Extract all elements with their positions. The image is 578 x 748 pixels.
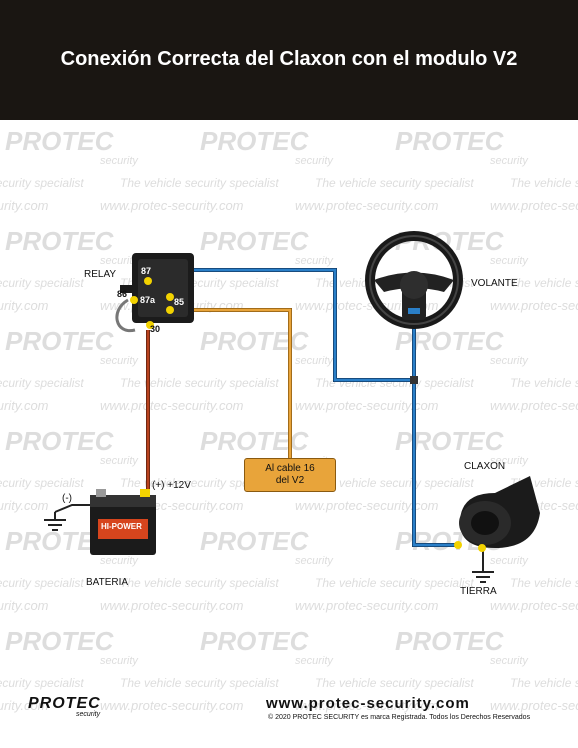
watermark-text: The vehicle security specialist <box>510 276 578 290</box>
v2-cable-box: Al cable 16 del V2 <box>244 458 336 492</box>
watermark-text: The vehicle security specialist <box>510 376 578 390</box>
watermark-text: security <box>100 555 139 567</box>
relay-label: RELAY <box>84 269 117 280</box>
claxon-label: CLAXON <box>464 461 506 472</box>
watermark-text: security <box>295 155 334 167</box>
steering-wheel-icon <box>365 231 463 329</box>
watermark-text: www.protec-security.com <box>100 698 244 713</box>
pin-87a-label: 87a <box>140 295 156 305</box>
footer-url: www.protec-security.com <box>266 695 470 712</box>
watermark-text: The vehicle security specialist <box>0 576 84 590</box>
watermark-text: www.protec-security.com <box>490 598 578 613</box>
watermark-text: The vehicle security specialist <box>510 676 578 690</box>
watermark-text: www.protec-security.com <box>295 698 439 713</box>
watermark-text: The vehicle security specialist <box>510 576 578 590</box>
watermark-text: The vehicle security specialist <box>120 476 279 490</box>
watermark-text: www.protec-security.com <box>490 198 578 213</box>
v2-cable-line2: del V2 <box>275 475 305 486</box>
watermark-text: www.protec-security.com <box>490 298 578 313</box>
watermark-text: www.protec-security.com <box>295 198 439 213</box>
watermark-text: PROTEC <box>5 326 115 356</box>
logo-sub-text: security <box>76 711 101 718</box>
bateria-label: BATERIA <box>86 577 129 588</box>
pin-87-label: 87 <box>141 266 152 276</box>
watermark-text: PROTEC <box>5 126 115 156</box>
watermark-text: security <box>295 655 334 667</box>
watermark-text: The vehicle security specialist <box>315 676 474 690</box>
pin-86-label: 86 <box>117 289 128 299</box>
watermark-text: security <box>295 255 334 267</box>
watermark-text: security <box>490 655 529 667</box>
watermark-text: security <box>100 355 139 367</box>
watermark-text: The vehicle security specialist <box>0 276 84 290</box>
pin-85-label: 85 <box>174 297 185 307</box>
page-title: Conexión Correcta del Claxon con el modu… <box>60 48 518 70</box>
protec-logo: PROTEC security <box>28 695 101 718</box>
logo-text: PROTEC <box>28 695 101 712</box>
watermark-text: The vehicle security specialist <box>120 176 279 190</box>
watermark-text: The vehicle security specialist <box>120 576 279 590</box>
volante-label: VOLANTE <box>471 278 518 289</box>
pin-30-label: 30 <box>150 324 161 334</box>
watermark-text: www.protec-security.com <box>0 198 49 213</box>
positive-terminal-label: (+) +12V <box>152 480 191 491</box>
watermark-text: www.protec-security.com <box>100 398 244 413</box>
watermark-text: PROTEC <box>5 226 115 256</box>
watermark-text: www.protec-security.com <box>100 598 244 613</box>
watermark-text: www.protec-security.com <box>100 198 244 213</box>
watermark-text: The vehicle security specialist <box>120 376 279 390</box>
watermark-text: www.protec-security.com <box>295 598 439 613</box>
watermark-text: security <box>490 355 529 367</box>
watermark-text: PROTEC <box>395 626 505 656</box>
battery-brand-text: HI-POWER <box>101 522 142 531</box>
v2-cable-line1: Al cable 16 <box>265 463 315 474</box>
watermark-text: PROTEC <box>200 226 310 256</box>
watermark-text: www.protec-security.com <box>0 598 49 613</box>
watermark-text: PROTEC <box>200 126 310 156</box>
watermark-text: The vehicle security specialist <box>315 476 474 490</box>
watermark-text: www.protec-security.com <box>0 498 49 513</box>
watermark-text: www.protec-security.com <box>490 398 578 413</box>
watermark-text: security <box>100 655 139 667</box>
watermark-text: PROTEC <box>395 126 505 156</box>
watermark-text: www.protec-security.com <box>0 398 49 413</box>
watermark-text: security <box>490 255 529 267</box>
watermark-text: The vehicle security specialist <box>510 176 578 190</box>
watermark-text: www.protec-security.com <box>0 698 49 713</box>
watermark-text: security <box>100 255 139 267</box>
watermark-text: The vehicle security specialist <box>315 176 474 190</box>
watermark-text: www.protec-security.com <box>295 398 439 413</box>
watermark-text: PROTEC <box>5 426 115 456</box>
watermark-text: PROTEC <box>200 626 310 656</box>
watermark-text: security <box>295 555 334 567</box>
watermark-text: security <box>490 455 529 467</box>
negative-terminal-label: (-) <box>62 493 72 504</box>
watermark-text: PROTEC <box>5 626 115 656</box>
watermark-text: The vehicle security specialist <box>0 376 84 390</box>
watermark-text: security <box>490 555 529 567</box>
relay-icon <box>120 253 194 329</box>
battery-icon <box>90 489 156 555</box>
watermark-text: security <box>100 155 139 167</box>
watermark-text: The vehicle security specialist <box>120 676 279 690</box>
footer-copyright: © 2020 PROTEC SECURITY es marca Registra… <box>268 714 531 721</box>
header-bar <box>0 0 578 120</box>
watermark-text: security <box>490 155 529 167</box>
watermark-text: The vehicle security specialist <box>315 576 474 590</box>
watermark-text: The vehicle security specialist <box>0 476 84 490</box>
horn-icon <box>454 476 540 552</box>
watermark-text: The vehicle security specialist <box>0 176 84 190</box>
tierra-label: TIERRA <box>460 586 497 597</box>
watermark-text: The vehicle security specialist <box>0 676 84 690</box>
watermark-text: security <box>100 455 139 467</box>
watermark-text: security <box>295 355 334 367</box>
watermark-text: www.protec-security.com <box>490 698 578 713</box>
watermark-text: www.protec-security.com <box>0 298 49 313</box>
watermark-text: PROTEC <box>200 526 310 556</box>
watermark-text: www.protec-security.com <box>295 498 439 513</box>
